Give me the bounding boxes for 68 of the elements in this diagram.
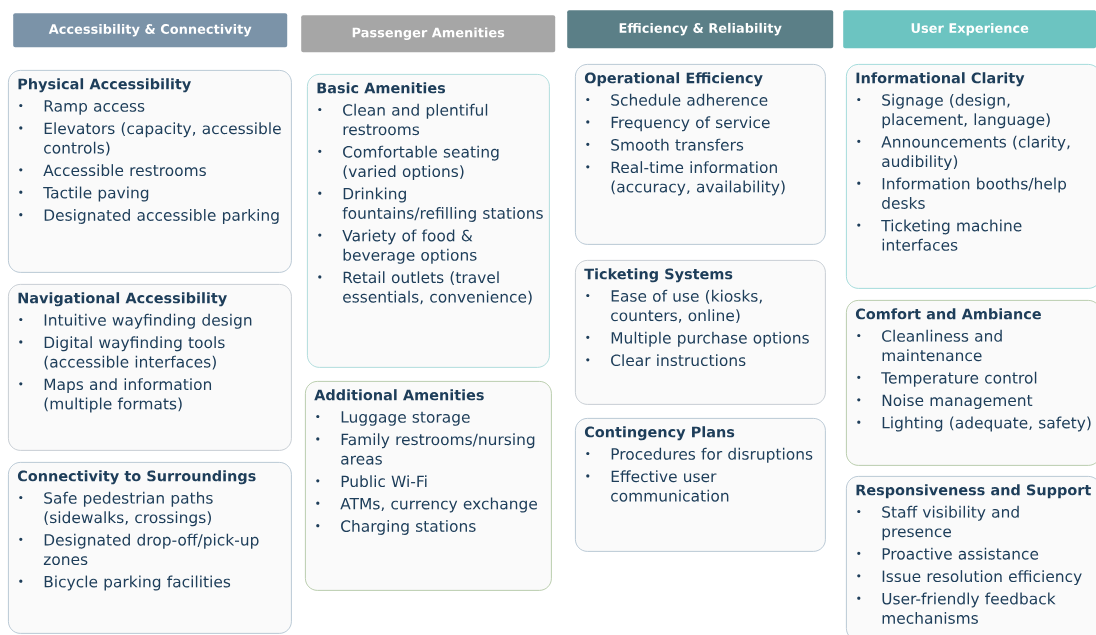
bullet-item: Staff visibility and presence bbox=[857, 505, 1019, 541]
bullet-item: Clean and plentiful restrooms bbox=[318, 103, 488, 136]
bullet-item: Frequency of service bbox=[586, 116, 770, 132]
bullet-item: Drinking fountains/refilling stations bbox=[318, 187, 543, 222]
bullet-item: Effective user communication bbox=[586, 470, 729, 502]
bullet-item: Bicycle parking facilities bbox=[19, 575, 231, 591]
bullet-item: Variety of food & beverage options bbox=[318, 229, 477, 264]
bullet-item: Tactile paving bbox=[19, 186, 149, 202]
bullet-item: Public Wi-Fi bbox=[316, 475, 427, 488]
bullet-item: Real-time information (accuracy, availability) bbox=[586, 161, 785, 196]
bullet-item: Announcements (clarity, audibility) bbox=[857, 135, 1070, 171]
box-heading: Basic Amenities bbox=[317, 82, 446, 94]
bullet-item: Proactive assistance bbox=[857, 547, 1039, 560]
bullet-item: Schedule adherence bbox=[586, 93, 768, 106]
box-heading: Responsiveness and Support bbox=[856, 484, 1091, 499]
info-box bbox=[846, 300, 1096, 466]
box-heading: Ticketing Systems bbox=[584, 268, 733, 283]
bullet-item: Charging stations bbox=[316, 520, 476, 535]
bullet-item: Retail outlets (travel essentials, convenience) bbox=[318, 271, 532, 305]
bullet-item: Lighting (adequate, safety) bbox=[857, 416, 1091, 432]
column-header: Efficiency & Reliability bbox=[567, 10, 834, 49]
bullet-item: Multiple purchase options bbox=[586, 331, 809, 347]
bullet-item: Ramp access bbox=[19, 100, 145, 115]
bullet-item: Comfortable seating (varied options) bbox=[318, 145, 499, 181]
info-box bbox=[307, 74, 550, 368]
bullet-item: Digital wayfinding tools (accessible interfaces) bbox=[19, 336, 225, 370]
bullet-item: Issue resolution efficiency bbox=[857, 570, 1082, 586]
bullet-item: Safe pedestrian paths (sidewalks, crossings) bbox=[19, 491, 213, 527]
bullet-item: Ease of use (kiosks, counters, online) bbox=[586, 289, 762, 324]
bullet-item: Accessible restrooms bbox=[19, 164, 206, 177]
bullet-item: User-friendly feedback mechanisms bbox=[857, 592, 1056, 624]
box-heading: Additional Amenities bbox=[314, 389, 484, 401]
info-box bbox=[575, 260, 826, 405]
bullet-item: Clear instructions bbox=[586, 354, 746, 367]
box-heading: Navigational Accessibility bbox=[18, 292, 227, 307]
bullet-item: Designated accessible parking bbox=[19, 209, 279, 224]
bullet-item: Family restrooms/nursing areas bbox=[316, 433, 535, 465]
bullet-item: Smooth transfers bbox=[586, 138, 744, 151]
bullet-item: Elevators (capacity, accessible controls) bbox=[19, 122, 281, 156]
info-box bbox=[305, 381, 552, 591]
bullet-item: Intuitive wayfinding design bbox=[19, 313, 252, 329]
info-box bbox=[846, 476, 1096, 635]
box-heading: Operational Efficiency bbox=[584, 72, 763, 87]
box-heading: Physical Accessibility bbox=[18, 78, 191, 93]
info-box bbox=[575, 64, 826, 245]
column-header: Passenger Amenities bbox=[301, 15, 556, 53]
bullet-item: Noise management bbox=[857, 394, 1033, 410]
bullet-item: Luggage storage bbox=[316, 411, 470, 426]
bullet-item: Ticketing machine interfaces bbox=[857, 219, 1022, 251]
bullet-item: Procedures for disruptions bbox=[586, 447, 813, 463]
bullet-item: Signage (design, placement, language) bbox=[857, 93, 1050, 129]
bullet-item: Designated drop-off/pick-up zones bbox=[19, 533, 259, 566]
info-box bbox=[8, 70, 292, 273]
bullet-item: Information booths/help desks bbox=[857, 177, 1067, 209]
box-heading: Contingency Plans bbox=[584, 426, 735, 441]
bullet-item: Temperature control bbox=[857, 371, 1037, 387]
info-box bbox=[8, 462, 292, 634]
box-heading: Connectivity to Surroundings bbox=[17, 470, 256, 485]
info-box bbox=[575, 418, 826, 552]
bullet-item: ATMs, currency exchange bbox=[316, 497, 537, 513]
column-header: User Experience bbox=[843, 10, 1096, 49]
info-box bbox=[846, 64, 1096, 289]
bullet-item: Maps and information (multiple formats) bbox=[19, 378, 212, 413]
column-header: Accessibility & Connectivity bbox=[13, 13, 288, 48]
box-heading: Comfort and Ambiance bbox=[855, 308, 1041, 320]
bullet-item: Cleanliness and maintenance bbox=[857, 329, 1002, 362]
box-heading: Informational Clarity bbox=[856, 72, 1025, 87]
info-box bbox=[8, 284, 292, 451]
